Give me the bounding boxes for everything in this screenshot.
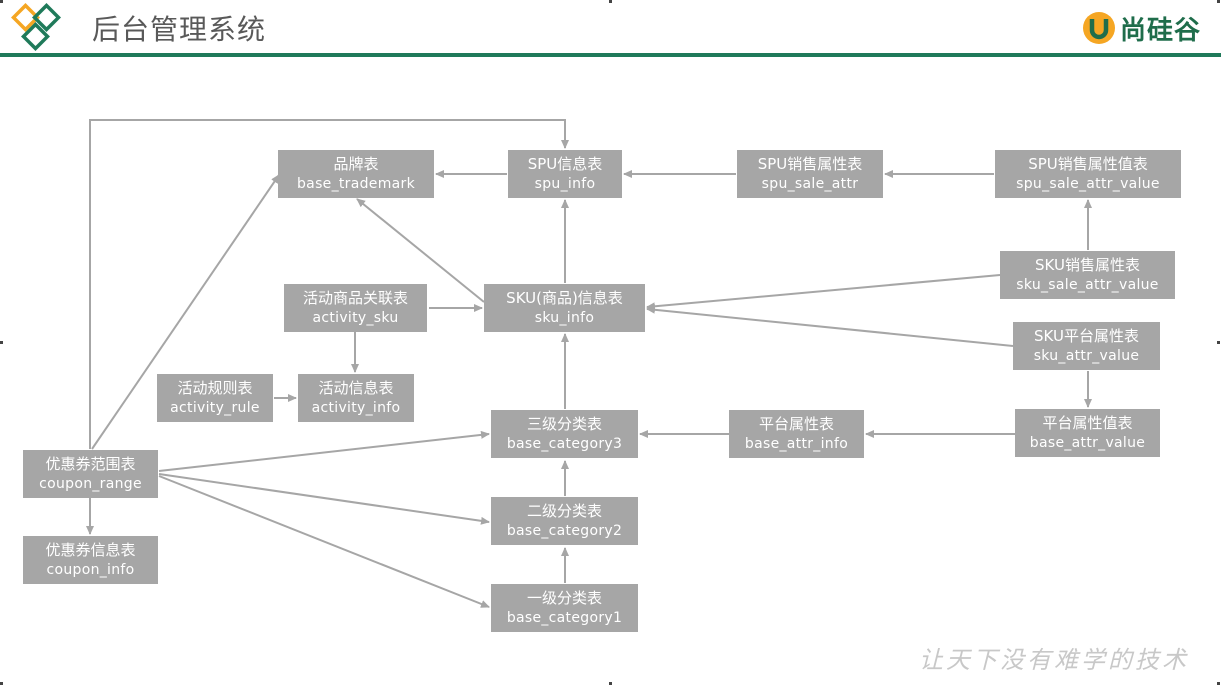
corner-marker bbox=[0, 682, 3, 685]
edge-coupon-range-to-trademark bbox=[91, 174, 280, 450]
node-cn-label: 一级分类表 bbox=[526, 589, 602, 607]
node-sku-sale-attr-value[interactable]: SKU销售属性表 sku_sale_attr_value bbox=[1000, 251, 1175, 299]
page-title: 后台管理系统 bbox=[92, 13, 267, 46]
node-activity-sku[interactable]: 活动商品关联表 activity_sku bbox=[284, 284, 427, 332]
node-cn-label: SKU平台属性表 bbox=[1034, 327, 1139, 345]
corner-marker bbox=[609, 682, 612, 685]
node-spu-sale-attr[interactable]: SPU销售属性表 spu_sale_attr bbox=[737, 150, 883, 198]
node-en-label: spu_sale_attr bbox=[761, 176, 859, 192]
node-en-label: spu_info bbox=[534, 176, 596, 192]
corner-marker bbox=[0, 341, 3, 344]
node-en-label: base_category1 bbox=[506, 610, 623, 626]
node-sku-attr-value[interactable]: SKU平台属性表 sku_attr_value bbox=[1013, 322, 1160, 370]
node-en-label: base_attr_info bbox=[744, 436, 849, 452]
node-sku-info[interactable]: SKU(商品)信息表 sku_info bbox=[484, 284, 645, 332]
brand-logo: 尚硅谷 bbox=[1082, 8, 1201, 48]
node-activity-info[interactable]: 活动信息表 activity_info bbox=[298, 374, 414, 422]
corner-marker bbox=[0, 0, 3, 3]
edge-sku-info-to-trademark bbox=[356, 198, 485, 303]
node-en-label: spu_sale_attr_value bbox=[1016, 176, 1160, 192]
header-divider bbox=[0, 53, 1221, 57]
node-en-label: coupon_info bbox=[46, 562, 135, 578]
node-cn-label: 活动商品关联表 bbox=[302, 289, 408, 307]
node-en-label: sku_attr_value bbox=[1033, 348, 1140, 364]
node-base-attr-value[interactable]: 平台属性值表 base_attr_value bbox=[1015, 409, 1160, 457]
node-base-trademark[interactable]: 品牌表 base_trademark bbox=[278, 150, 434, 198]
node-spu-sale-attr-value[interactable]: SPU销售属性值表 spu_sale_attr_value bbox=[995, 150, 1181, 198]
edge-coupon-range-to-category2 bbox=[158, 473, 490, 525]
node-base-category3[interactable]: 三级分类表 base_category3 bbox=[491, 410, 638, 458]
edge-sku-attr-value-to-sku-info bbox=[646, 305, 1014, 347]
node-cn-label: 平台属性表 bbox=[758, 415, 834, 433]
node-cn-label: SKU销售属性表 bbox=[1035, 256, 1140, 274]
corner-marker bbox=[609, 0, 612, 3]
node-cn-label: 优惠券信息表 bbox=[45, 541, 136, 559]
node-cn-label: 活动信息表 bbox=[318, 379, 394, 397]
node-spu-info[interactable]: SPU信息表 spu_info bbox=[508, 150, 622, 198]
node-coupon-info[interactable]: 优惠券信息表 coupon_info bbox=[23, 536, 158, 584]
corner-marker bbox=[1217, 682, 1220, 685]
node-cn-label: 二级分类表 bbox=[526, 502, 602, 520]
node-activity-rule[interactable]: 活动规则表 activity_rule bbox=[157, 374, 273, 422]
node-en-label: coupon_range bbox=[39, 476, 142, 492]
edge-coupon-range-to-category1 bbox=[158, 475, 490, 608]
node-en-label: activity_rule bbox=[170, 400, 260, 416]
node-en-label: base_category3 bbox=[506, 436, 623, 452]
node-base-category2[interactable]: 二级分类表 base_category2 bbox=[491, 497, 638, 545]
diamond-logo-icon bbox=[11, 3, 61, 51]
node-en-label: activity_info bbox=[311, 400, 401, 416]
node-en-label: base_trademark bbox=[297, 176, 415, 192]
node-en-label: sku_sale_attr_value bbox=[1016, 277, 1159, 293]
footer-slogan: 让天下没有难学的技术 bbox=[919, 646, 1189, 674]
node-base-attr-info[interactable]: 平台属性表 base_attr_info bbox=[729, 410, 864, 458]
header-bar: 后台管理系统 尚硅谷 bbox=[0, 0, 1221, 54]
node-cn-label: SPU销售属性值表 bbox=[1028, 155, 1148, 173]
node-cn-label: SKU(商品)信息表 bbox=[506, 289, 623, 307]
node-coupon-range[interactable]: 优惠券范围表 coupon_range bbox=[23, 450, 158, 498]
node-cn-label: 平台属性值表 bbox=[1042, 414, 1133, 432]
corner-marker bbox=[1217, 0, 1220, 3]
node-cn-label: 优惠券范围表 bbox=[45, 455, 136, 473]
node-en-label: activity_sku bbox=[312, 310, 399, 326]
brand-name: 尚硅谷 bbox=[1119, 15, 1201, 46]
brand-u-icon bbox=[1082, 12, 1115, 44]
corner-marker bbox=[1217, 341, 1220, 344]
node-en-label: sku_info bbox=[534, 310, 595, 326]
node-cn-label: 活动规则表 bbox=[177, 379, 253, 397]
node-en-label: base_attr_value bbox=[1029, 435, 1146, 451]
edge-sku-sale-attr-value-to-sku-info bbox=[646, 274, 1001, 311]
edge-coupon-range-to-spu-info bbox=[89, 119, 569, 449]
node-cn-label: SPU销售属性表 bbox=[757, 155, 863, 173]
edge-coupon-range-to-category3 bbox=[158, 430, 490, 472]
node-en-label: base_category2 bbox=[506, 523, 623, 539]
node-cn-label: 品牌表 bbox=[333, 155, 379, 173]
node-cn-label: SPU信息表 bbox=[527, 155, 603, 173]
edge-group bbox=[86, 119, 1092, 608]
node-base-category1[interactable]: 一级分类表 base_category1 bbox=[491, 584, 638, 632]
node-cn-label: 三级分类表 bbox=[526, 415, 602, 433]
